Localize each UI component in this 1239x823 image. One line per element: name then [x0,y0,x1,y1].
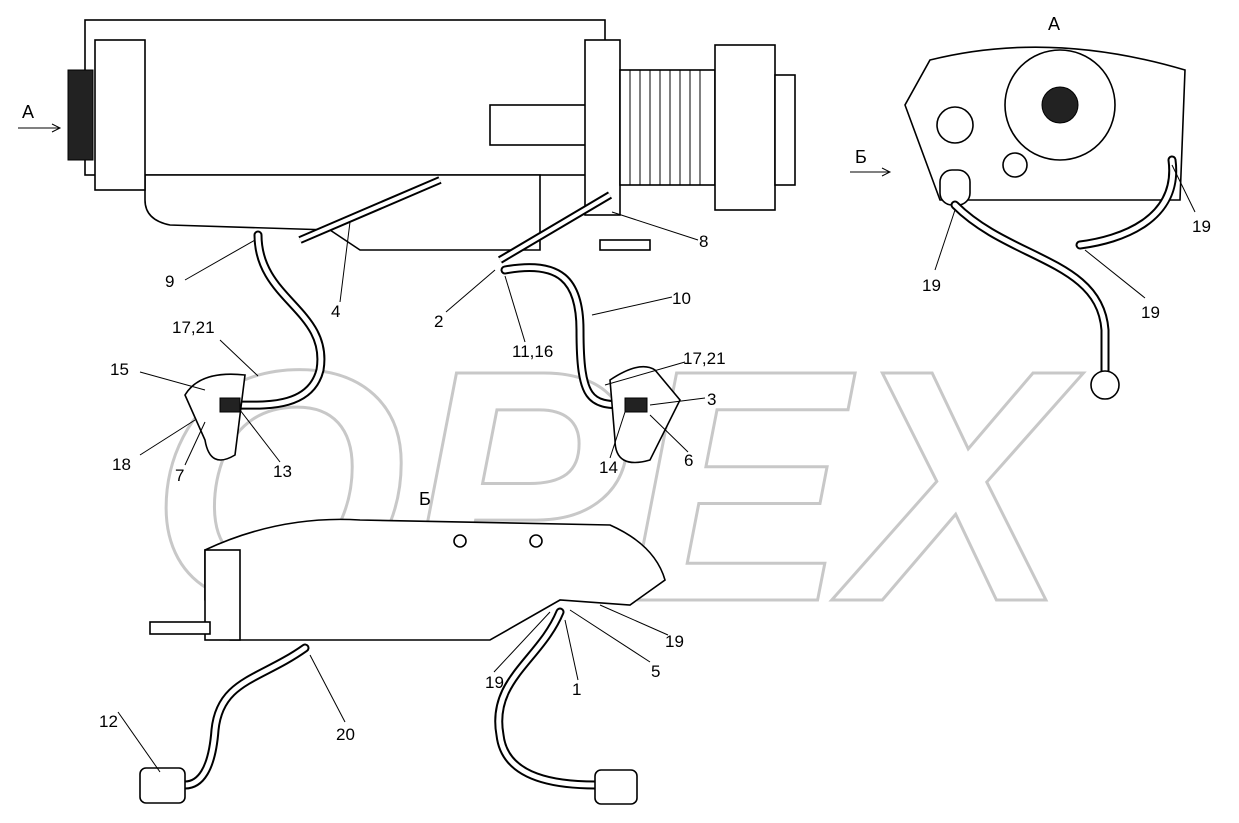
view-a-arrow-label: А [22,102,34,122]
callout-leader [569,609,651,663]
callout-leader [504,275,526,343]
callout-label: 19 [665,632,684,651]
callout-label: 17,21 [172,318,215,337]
callout-leader [219,339,259,377]
view-b-title: Б [419,489,431,509]
callout-leader [1084,249,1146,299]
callout-label: 14 [599,458,618,477]
callout-label: 19 [922,276,941,295]
callout-leader [649,397,706,406]
callout-label: 3 [707,390,716,409]
callout-leader [564,619,579,681]
callout-label: 18 [112,455,131,474]
callout-leader [139,371,206,391]
callout-leader [339,221,351,303]
view-a-front [904,46,1186,400]
callout-label: 8 [699,232,708,251]
callout-label: 1 [572,680,581,699]
callout-leader [604,361,686,386]
callout-label: 11,16 [512,342,553,361]
callout-label: 15 [110,360,129,379]
callout-label: 20 [336,725,355,744]
callout-leader [239,409,281,463]
callout-leader [609,411,626,459]
callout-leader [184,239,256,281]
callout-label: 4 [331,302,340,321]
callout-label: 19 [1192,217,1211,236]
callout-leader [139,419,196,456]
callout-leader [599,604,669,636]
view-a-title: А [1048,14,1060,34]
bellows [619,69,716,186]
callout-label: 2 [434,312,443,331]
view-b-bottom [139,518,666,805]
engine-side-view [67,19,796,464]
callout-leader [309,654,346,723]
callout-label: 19 [485,673,504,692]
view-b-arrow-icon [850,167,892,177]
callout-label: 6 [684,451,693,470]
callout-label: 9 [165,272,174,291]
callout-label: 13 [273,462,292,481]
callout-leader [184,421,206,466]
callout-leader [934,209,956,271]
view-b-arrow-label: Б [855,147,867,167]
callout-leader [1171,164,1196,213]
callout-label: 7 [175,466,184,485]
callout-leader [649,414,689,453]
callout-label: 19 [1141,303,1160,322]
view-a-arrow-icon [18,123,62,133]
callout-leader [611,211,699,241]
callout-label: 10 [672,289,691,308]
callout-label: 5 [651,662,660,681]
callout-leader [445,269,496,313]
callout-leader [591,296,673,316]
callout-leader [117,711,161,773]
callout-leader [493,611,551,673]
callout-label: 17,21 [683,349,726,368]
callout-label: 12 [99,712,118,731]
